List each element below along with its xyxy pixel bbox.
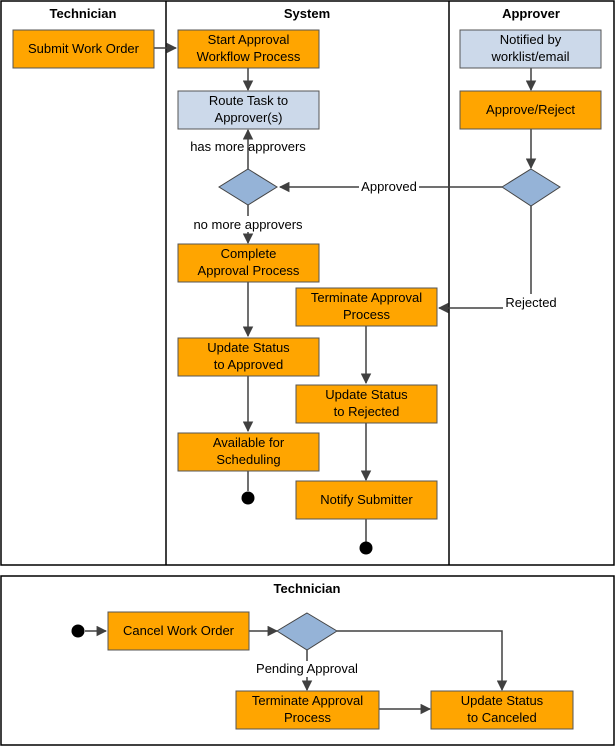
cancel-edges	[85, 625, 508, 715]
edge-label-approved: Approved	[361, 179, 417, 194]
node-update-canceled[interactable]: Update Status to Canceled	[430, 690, 574, 730]
node-label: Complete	[221, 246, 277, 261]
start-point-cancel	[71, 624, 85, 638]
edge-label-no-more: no more approvers	[193, 217, 303, 232]
node-terminate-approval[interactable]: Terminate Approval Process	[295, 287, 438, 327]
swimlane-frame: Technician System Approver	[0, 0, 615, 566]
node-terminate-approval-2[interactable]: Terminate Approval Process	[235, 690, 380, 730]
edge-label-pending: Pending Approval	[256, 661, 358, 676]
node-label: Approval Process	[198, 263, 300, 278]
node-cancel-work-order[interactable]: Cancel Work Order	[107, 611, 250, 651]
edge-label-pending-bg	[252, 661, 362, 677]
decision-pending-approval	[276, 612, 338, 651]
decisions	[218, 168, 561, 651]
node-label: Available for	[213, 435, 285, 450]
edge-rejected	[437, 206, 532, 314]
node-label: Scheduling	[216, 452, 280, 467]
node-label: Approve/Reject	[486, 102, 575, 117]
node-label: Submit Work Order	[28, 41, 140, 56]
edge-label-approved-bg	[359, 179, 419, 195]
node-label: to Canceled	[467, 710, 536, 725]
swimlane-border	[0, 0, 615, 566]
node-start-approval[interactable]: Start Approval Workflow Process	[177, 29, 320, 69]
node-available-scheduling[interactable]: Available for Scheduling	[177, 432, 320, 472]
node-label: to Approved	[214, 357, 283, 372]
node-notify-submitter[interactable]: Notify Submitter	[295, 480, 438, 520]
end-point-approved	[241, 491, 255, 505]
node-label: Cancel Work Order	[123, 623, 235, 638]
edge-label-no-more-bg	[188, 216, 308, 232]
node-label: worklist/email	[490, 49, 569, 64]
edge-label-rejected-bg	[503, 294, 559, 310]
node-label: Route Task to	[209, 93, 288, 108]
node-label: Notified by	[500, 32, 562, 47]
node-label: Approver(s)	[215, 110, 283, 125]
node-update-approved[interactable]: Update Status to Approved	[177, 337, 320, 377]
node-update-rejected[interactable]: Update Status to Rejected	[295, 384, 438, 424]
node-label: Process	[343, 307, 390, 322]
node-label: Update Status	[461, 693, 544, 708]
decision-approve-reject	[501, 168, 561, 207]
edge-label-has-more: has more approvers	[190, 139, 306, 154]
node-label: Update Status	[325, 387, 408, 402]
node-label: Workflow Process	[197, 49, 301, 64]
node-label: Notify Submitter	[320, 492, 413, 507]
node-label: Start Approval	[208, 32, 290, 47]
lane-header-technician-cancel: Technician	[274, 581, 341, 596]
node-notified[interactable]: Notified by worklist/email	[459, 29, 602, 69]
node-label: Process	[284, 710, 331, 725]
decision-more-approvers	[218, 168, 278, 206]
node-complete-approval[interactable]: Complete Approval Process	[177, 243, 320, 283]
end-point-rejected	[359, 541, 373, 555]
endpoints	[71, 491, 373, 638]
cancel-swimlane: Technician	[0, 575, 615, 746]
node-route-task[interactable]: Route Task to Approver(s)	[177, 90, 320, 130]
node-label: Update Status	[207, 340, 290, 355]
task-boxes: Submit Work Order Start Approval Workflo…	[12, 29, 602, 730]
lane-header-system: System	[284, 6, 330, 21]
edge-decision-to-canceled	[337, 630, 508, 692]
node-label: Terminate Approval	[311, 290, 422, 305]
cancel-swimlane-border	[0, 575, 615, 746]
edge-labels: has more approvers no more approvers App…	[188, 139, 559, 677]
node-approve-reject[interactable]: Approve/Reject	[459, 90, 602, 130]
lane-header-approver: Approver	[502, 6, 560, 21]
node-label: to Rejected	[334, 404, 400, 419]
lane-header-technician: Technician	[50, 6, 117, 21]
node-label: Terminate Approval	[252, 693, 363, 708]
edge-label-rejected: Rejected	[505, 295, 556, 310]
node-submit-work-order[interactable]: Submit Work Order	[12, 29, 155, 69]
